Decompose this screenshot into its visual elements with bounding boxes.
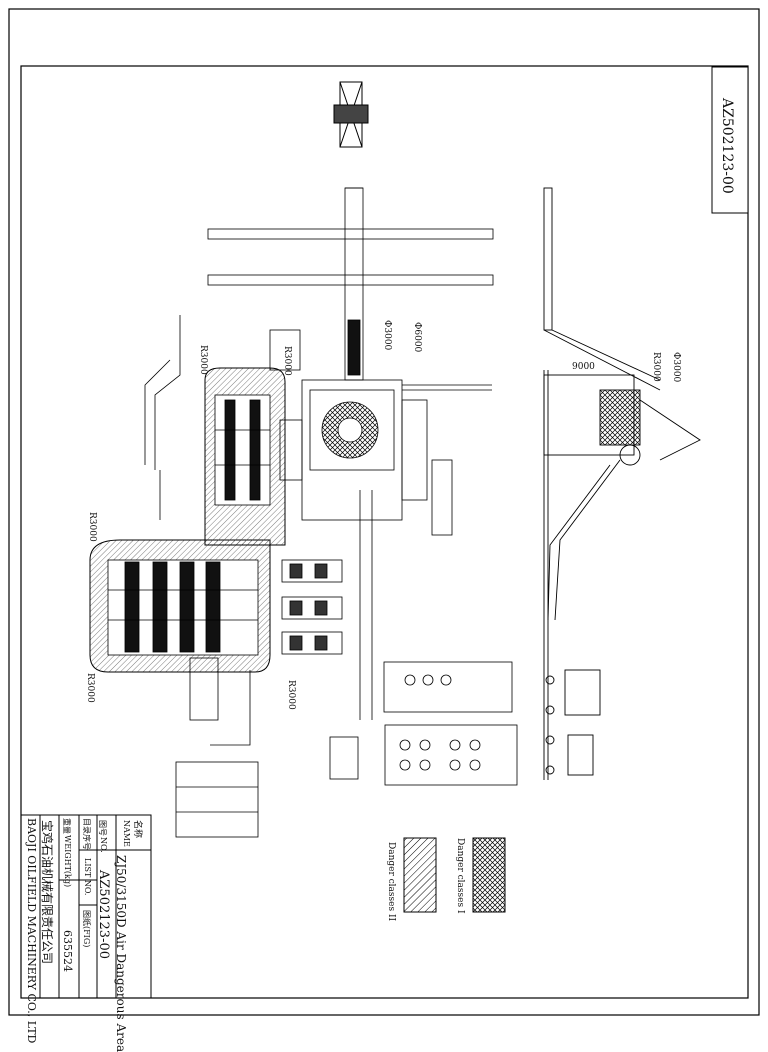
legend-swatch-class2 bbox=[403, 837, 437, 913]
outer-border bbox=[8, 8, 760, 1016]
dim-phi3000-plan: Φ3000 bbox=[382, 320, 392, 351]
legend-swatch-class1 bbox=[472, 837, 506, 913]
mud-tanks bbox=[107, 559, 259, 656]
rig-floor-plan bbox=[269, 329, 492, 536]
dim-r3000-elevation: R3000 bbox=[651, 352, 661, 382]
dim-r3000-bottom-left: R3000 bbox=[85, 673, 95, 703]
legend-label-class2: Danger classes II bbox=[386, 842, 396, 922]
dim-9000-elevation: 9000 bbox=[572, 362, 595, 372]
dim-r3000-top-left: R3000 bbox=[198, 345, 208, 375]
tb-list-no-value: 图纸(FIG) bbox=[82, 910, 91, 948]
engine-units bbox=[281, 559, 343, 655]
dim-r3000-top: R3000 bbox=[282, 346, 292, 376]
tb-company-cn: 宝鸡石油机械有限责任公司 bbox=[40, 820, 54, 965]
tb-name-cn: 名称 bbox=[132, 820, 142, 839]
shaker-tanks bbox=[214, 394, 271, 506]
tb-weight-en: WEIGHT(kg) bbox=[63, 835, 72, 888]
tb-drawing-no-value: AZ502123-00 bbox=[96, 870, 111, 959]
tb-drawing-no-en: NO. bbox=[99, 837, 108, 853]
dim-phi6000-plan: Φ6000 bbox=[412, 322, 422, 353]
side-elevation-view bbox=[543, 187, 701, 780]
title-block bbox=[20, 814, 152, 999]
drawing-number-box bbox=[711, 66, 749, 214]
tb-list-no-cn: 目录序号 bbox=[82, 818, 91, 850]
legend-label-class1: Danger classes I bbox=[455, 838, 465, 914]
dim-r3000-left: R3000 bbox=[87, 512, 97, 542]
drawing-number-label: AZ502123-00 bbox=[719, 98, 735, 194]
tb-name-value: ZJ50/3150D Air Dangerous Area bbox=[114, 855, 128, 1052]
tb-weight-cn: 重量 bbox=[62, 818, 71, 834]
tb-weight-value: 635524 bbox=[61, 930, 74, 972]
tb-list-no-en: LIST NO. bbox=[83, 858, 92, 896]
drawing-sheet bbox=[8, 8, 760, 1016]
dim-phi3000-elevation: Φ3000 bbox=[671, 352, 681, 383]
piping-left bbox=[144, 315, 259, 838]
catwalk-pipe-racks bbox=[207, 187, 494, 381]
tb-drawing-no-cn: 图号 bbox=[98, 820, 107, 836]
crown-block-view bbox=[333, 81, 369, 148]
dim-r3000-bottom-right: R3000 bbox=[286, 680, 296, 710]
tb-name-en: NAME bbox=[122, 820, 131, 847]
tb-company-en: BAOJI OILFIELD MACHINERY CO., LTD bbox=[25, 818, 38, 1044]
inner-border bbox=[20, 65, 749, 999]
equipment-lower-right bbox=[329, 490, 518, 786]
